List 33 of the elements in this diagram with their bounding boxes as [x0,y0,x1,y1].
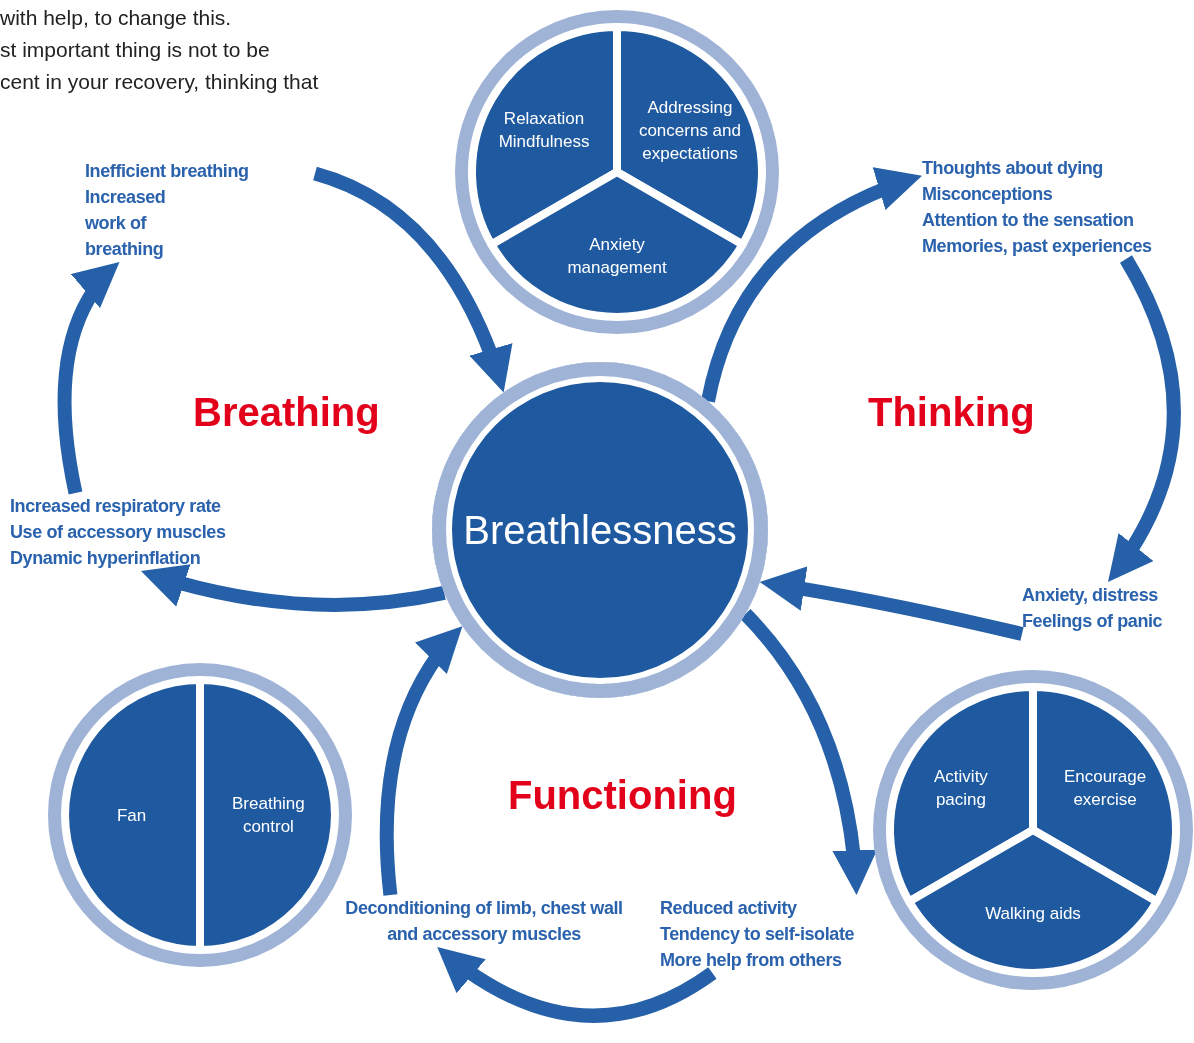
cycle-heading: Thinking [868,390,1035,435]
segment-label: Encourage exercise [1045,765,1166,812]
paragraph-text: cent in your recovery, thinking that [0,70,319,94]
segment-label: Fan [91,803,172,827]
cycle-text: Increased work of breathing [85,186,167,261]
cycle-heading: Functioning [508,773,737,818]
arrow [138,563,446,612]
cycle-text: Tendency to self-isolate [660,923,856,946]
cycle-text: Deconditioning of limb, chest wall and accessory muscles [344,897,624,946]
cycle-heading: Breathing [193,390,380,435]
cycle-text: Reduced activity [660,897,798,920]
cycle-text: Misconceptions [922,183,1054,206]
paragraph-text: st important thing is not to be [0,38,270,62]
cycle-text: Feelings of panic [1022,610,1164,633]
cycle-text: Increased respiratory rate [10,495,222,518]
cycle-text: More help from others [660,949,843,972]
arrow [740,609,877,896]
cycle-text: Memories, past experiences [922,235,1153,258]
paragraph-text: with help, to change this. [0,6,232,30]
segment-label: Anxiety management [547,233,687,280]
cycle-text: Thoughts about dying [922,157,1104,180]
segment-label: Relaxation Mindfulness [481,106,607,153]
cycle-text: Inefficient breathing [85,160,250,183]
segment-label: Activity pacing [915,765,1006,812]
arrow [312,166,512,395]
segment-label: Breathing control [208,792,329,838]
cycle-text: Attention to the sensation [922,209,1135,232]
segment-label: Walking aids [968,901,1098,925]
arrow [758,566,1024,641]
cycle-text: Use of accessory muscles [10,521,227,544]
cycle-text: Dynamic hyperinflation [10,547,202,570]
cycle-text: Anxiety, distress [1022,584,1159,607]
circle-label: Breathlessness [463,507,737,553]
